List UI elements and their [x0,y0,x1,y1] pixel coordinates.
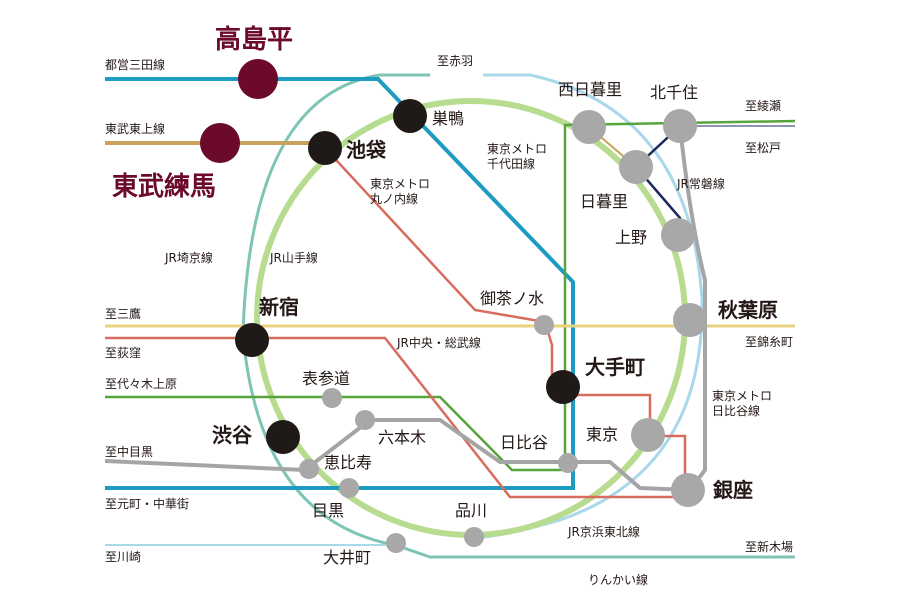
station-ikebukuro[interactable] [308,131,342,165]
station-takashimadaira[interactable] [238,59,278,99]
label-line-keihin-tohoku: JR京浜東北線 [567,524,640,539]
label-roppongi: 六本木 [378,428,426,447]
label-hibiya: 日比谷 [500,433,548,452]
label-shibuya: 渋谷 [212,423,253,447]
station-omotesando[interactable] [322,388,342,408]
station-ginza[interactable] [671,473,705,507]
label-ginza: 銀座 [713,478,753,502]
label-sugamo: 巣鴨 [432,109,464,128]
label-tokyo: 東京 [586,425,618,444]
hibiya-line [104,125,707,493]
label-dir-ayase: 至綾瀬 [745,98,781,113]
station-shinjuku[interactable] [235,323,269,357]
label-dir-shinkiba: 至新木場 [745,539,793,554]
label-line-joban: JR常磐線 [676,176,725,191]
label-ikebukuro: 池袋 [346,138,387,162]
label-line-yamanote: JR山手線 [269,250,318,265]
label-dir-motomachi: 至元町・中華街 [105,496,189,511]
label-tobu-nerima: 東武練馬 [112,171,216,202]
label-akihabara: 秋葉原 [718,298,778,322]
mita-line [105,77,575,490]
station-ochanomizu[interactable] [534,315,554,335]
station-oimachi[interactable] [386,533,406,553]
station-akihabara[interactable] [673,303,707,337]
label-dir-kawasaki: 至川崎 [105,550,141,564]
label-line-rinkai: りんかい線 [588,572,648,587]
label-omotesando: 表参道 [302,369,350,388]
station-ebisu[interactable] [299,459,319,479]
station-kitasenju[interactable] [663,109,697,143]
label-kitasenju: 北千住 [650,83,698,102]
label-line-hibiya: 東京メトロ日比谷線 [712,389,772,418]
station-nippori[interactable] [619,150,653,184]
station-tobu-nerima[interactable] [200,123,240,163]
label-oimachi: 大井町 [323,548,371,567]
label-dir-kinshicho: 至錦糸町 [745,334,793,349]
label-line-chuo-sobu: JR中央・総武線 [396,335,481,350]
label-meguro: 目黒 [312,501,344,520]
label-dir-akabane: 至赤羽 [437,54,473,68]
station-hibiya[interactable] [558,453,578,473]
label-nishinippori: 西日暮里 [558,80,622,99]
station-shinagawa[interactable] [464,527,484,547]
label-ueno: 上野 [615,228,647,247]
label-dir-ogikubo: 至荻窪 [105,345,141,360]
label-line-chiyoda: 東京メトロ千代田線 [487,142,547,171]
station-roppongi[interactable] [355,410,375,430]
station-otemachi[interactable] [546,370,580,404]
label-dir-yoyogiuehara: 至代々木上原 [105,377,177,391]
station-tokyo[interactable] [631,418,665,452]
label-takashimadaira: 高島平 [215,24,293,55]
label-dir-matsudo: 至松戸 [745,141,781,155]
station-nishinippori[interactable] [572,110,606,144]
label-otemachi: 大手町 [585,355,645,379]
label-dir-mitaka: 至三鷹 [105,306,141,321]
label-ochanomizu: 御茶ノ水 [480,289,544,308]
station-meguro[interactable] [339,478,359,498]
label-line-marunouchi: 東京メトロ丸ノ内線 [370,177,430,206]
station-ueno[interactable] [661,218,695,252]
label-line-mita: 都営三田線 [105,57,165,72]
station-sugamo[interactable] [393,99,427,133]
label-ebisu: 恵比寿 [324,453,372,472]
label-shinagawa: 品川 [455,501,487,520]
label-line-tobu-tojo: 東武東上線 [105,121,165,136]
label-line-saikyo: JR埼京線 [164,250,213,265]
label-dir-nakameguro: 至中目黒 [105,444,153,459]
label-shinjuku: 新宿 [259,295,299,319]
label-nippori: 日暮里 [580,192,628,211]
station-shibuya[interactable] [266,420,300,454]
